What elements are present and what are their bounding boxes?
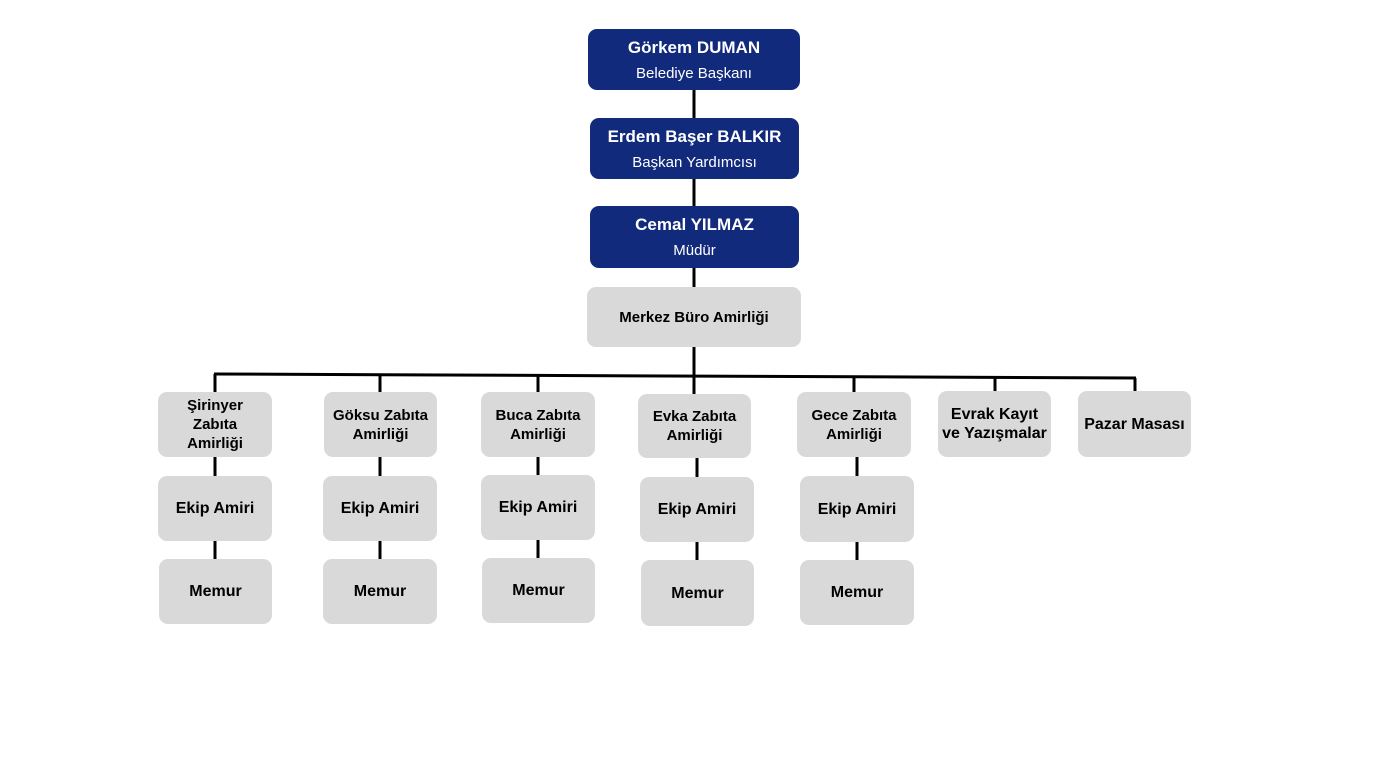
mayor-title: Belediye Başkanı <box>636 64 752 82</box>
team-lead-box: Ekip Amiri <box>323 476 437 541</box>
director-title: Müdür <box>673 242 716 259</box>
staff-box: Memur <box>800 560 914 625</box>
unit-box-buca: Buca Zabıta Amirliği <box>481 392 595 457</box>
deputy-mayor-title: Başkan Yardımcısı <box>632 153 757 171</box>
unit-name: Şirinyer Zabıta Amirliği <box>187 397 243 452</box>
unit-name: Buca Zabıta Amirliği <box>495 406 581 443</box>
team-lead-box: Ekip Amiri <box>800 476 914 542</box>
unit-box-goksu: Göksu Zabıta Amirliği <box>324 392 437 457</box>
connector-horizontal-bus <box>213 372 1137 380</box>
mayor-box: Görkem DUMAN Belediye Başkanı <box>588 29 800 90</box>
staff-label: Memur <box>353 583 407 600</box>
unit-box-pazar-masasi: Pazar Masası <box>1078 391 1191 457</box>
staff-label: Memur <box>671 584 724 602</box>
unit-box-sirinyer: Şirinyer Zabıta Amirliği <box>158 392 272 457</box>
team-lead-label: Ekip Amiri <box>175 500 255 517</box>
team-lead-label: Ekip Amiri <box>817 500 897 518</box>
deputy-mayor-name: Erdem Başer BALKIR <box>607 126 782 146</box>
unit-name: Evka Zabıta Amirliği <box>652 408 737 444</box>
deputy-mayor-box: Erdem Başer BALKIR Başkan Yardımcısı <box>590 118 799 179</box>
unit-name: Gece Zabıta Amirliği <box>811 406 897 443</box>
unit-name: Göksu Zabıta Amirliği <box>332 406 429 443</box>
unit-name: Pazar Masası <box>1084 415 1185 433</box>
staff-box: Memur <box>641 560 754 626</box>
staff-label: Memur <box>512 582 565 599</box>
staff-label: Memur <box>830 584 884 601</box>
central-office-box: Merkez Büro Amirliği <box>587 287 801 347</box>
director-box: Cemal YILMAZ Müdür <box>590 206 799 268</box>
team-lead-label: Ekip Amiri <box>340 500 420 517</box>
mayor-name: Görkem DUMAN <box>627 37 761 57</box>
central-office-name: Merkez Büro Amirliği <box>619 308 769 326</box>
unit-name: Evrak Kayıt ve Yazışmalar <box>942 406 1047 442</box>
team-lead-box: Ekip Amiri <box>640 477 754 542</box>
team-lead-label: Ekip Amiri <box>498 499 578 516</box>
unit-box-evka: Evka Zabıta Amirliği <box>638 394 751 458</box>
staff-box: Memur <box>323 559 437 624</box>
director-name: Cemal YILMAZ <box>635 215 754 234</box>
unit-box-evrak-kayit: Evrak Kayıt ve Yazışmalar <box>938 391 1051 457</box>
team-lead-box: Ekip Amiri <box>158 476 272 541</box>
staff-box: Memur <box>482 558 595 623</box>
unit-box-gece: Gece Zabıta Amirliği <box>797 392 911 457</box>
team-lead-box: Ekip Amiri <box>481 475 595 540</box>
staff-label: Memur <box>189 583 242 600</box>
team-lead-label: Ekip Amiri <box>657 501 737 518</box>
staff-box: Memur <box>159 559 272 624</box>
